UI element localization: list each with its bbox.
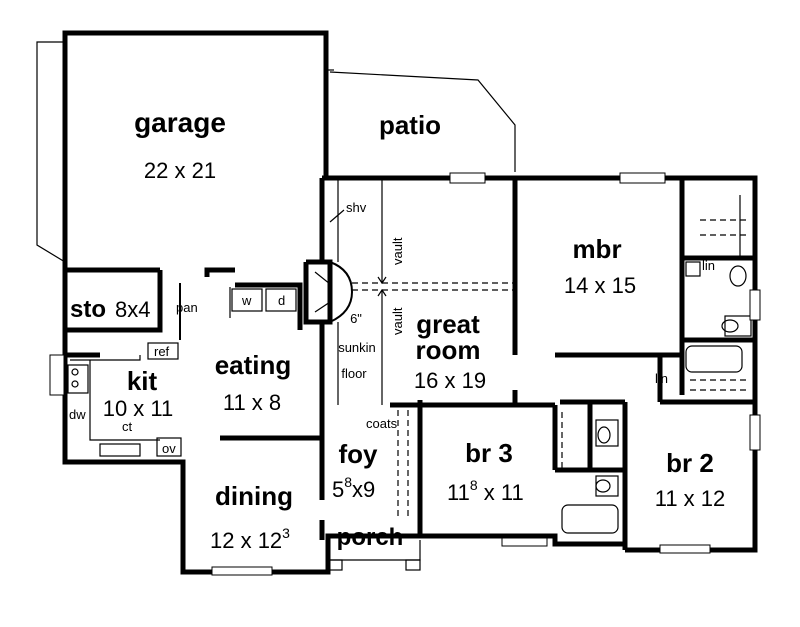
- sunken-line1: 6": [350, 311, 362, 326]
- dining-label: dining: [215, 481, 293, 511]
- shv-label: shv: [346, 200, 367, 215]
- kit-dim: 10 x 11: [103, 396, 174, 421]
- sto-label: sto: [70, 296, 106, 323]
- br3-dim: 118 x 11: [447, 477, 524, 505]
- coats-closet: [397, 410, 409, 520]
- storage-walls: [65, 270, 181, 340]
- garage-area: [36, 30, 334, 270]
- br3-dim-a: 11: [447, 480, 470, 505]
- eating-label: eating: [215, 350, 292, 380]
- fireplace: [303, 178, 354, 325]
- room-labels: garage 22 x 21 patio sto 8x4 pan kit 10 …: [70, 107, 725, 553]
- lin-hall-label: lin: [655, 371, 668, 386]
- interior-walls: [65, 178, 755, 540]
- ct-label: ct: [122, 419, 133, 434]
- ov-label: ov: [162, 441, 176, 456]
- foyer-dim-sup: 8: [344, 474, 352, 490]
- dining-dim-base: 12 x 12: [210, 528, 282, 553]
- vault-lines: [337, 180, 515, 405]
- vault-bottom-label: vault: [390, 307, 405, 335]
- br2-label: br 2: [666, 448, 714, 478]
- foyer-dim: 58x9: [332, 474, 375, 502]
- mbr-label: mbr: [572, 234, 621, 264]
- garage-dim: 22 x 21: [144, 158, 216, 183]
- hall-bath: [561, 412, 619, 534]
- mbr-dim: 14 x 15: [564, 273, 636, 298]
- vault-top-label: vault: [390, 237, 405, 265]
- annotations: shv vault vault 6" sunkin floor w d ref …: [69, 200, 715, 456]
- patio-label: patio: [379, 110, 441, 140]
- laundry: [229, 287, 297, 318]
- lin-mbr-label: lin: [702, 258, 715, 273]
- br3-dim-sup: 8: [470, 477, 478, 493]
- mbr-closets: [685, 195, 752, 391]
- sunken-line2: sunkin: [338, 340, 376, 355]
- coats-label: coats: [366, 416, 398, 431]
- porch-label: porch: [337, 524, 404, 551]
- dryer-label: d: [278, 293, 285, 308]
- foyer-dim-b: x9: [352, 477, 375, 502]
- dw-label: dw: [69, 407, 86, 422]
- foyer-label: foy: [339, 439, 379, 469]
- br3-dim-b: x 11: [478, 480, 524, 505]
- br3-label: br 3: [465, 438, 513, 468]
- foyer-dim-a: 5: [332, 477, 344, 502]
- ref-label: ref: [154, 344, 170, 359]
- porch: [327, 540, 421, 571]
- kitchen-fixtures: [49, 342, 182, 457]
- sto-dim: 8x4: [115, 297, 150, 322]
- pan-label: pan: [176, 300, 198, 315]
- great-room-label-line1: great: [416, 309, 480, 339]
- great-room-dim: 16 x 19: [414, 368, 486, 393]
- dining-dim: 12 x 123: [210, 525, 290, 553]
- dining-dim-sup: 3: [282, 525, 290, 541]
- exterior-walls: [62, 175, 758, 575]
- patio-outline: [329, 71, 516, 172]
- windows: [211, 172, 761, 576]
- eating-dim: 11 x 8: [223, 390, 281, 415]
- kit-label: kit: [127, 366, 158, 396]
- br2-dim: 11 x 12: [655, 486, 726, 511]
- washer-label: w: [241, 293, 252, 308]
- sunken-line3: floor: [341, 366, 367, 381]
- great-room-label-line2: room: [416, 335, 481, 365]
- garage-label: garage: [134, 107, 226, 138]
